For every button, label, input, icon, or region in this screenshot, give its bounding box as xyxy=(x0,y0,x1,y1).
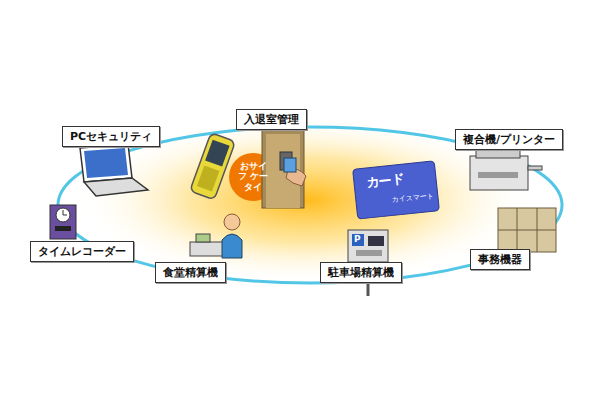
locker-icon xyxy=(498,208,556,252)
label-text: 事務機器 xyxy=(478,252,522,267)
cashier-icon xyxy=(190,214,242,258)
label-text: PCセキュリティ xyxy=(70,129,152,144)
card-icon xyxy=(353,161,440,219)
door-icon xyxy=(262,130,306,208)
label-box: タイムレコーダー xyxy=(30,241,134,262)
label-text: 入退室管理 xyxy=(244,112,299,127)
laptop-icon xyxy=(80,144,148,196)
label-box: 複合機/プリンター xyxy=(455,129,563,150)
time-recorder-icon xyxy=(50,205,76,239)
label-text: 食堂精算機 xyxy=(163,265,218,280)
printer-icon xyxy=(470,148,542,190)
logo-text: おサイフ ケータイ xyxy=(236,161,270,192)
label-text: 駐車場精算機 xyxy=(328,265,394,280)
label-text: タイムレコーダー xyxy=(38,244,126,259)
label-box: 事務機器 xyxy=(470,249,530,270)
label-box: 駐車場精算機 xyxy=(320,262,402,283)
parking-sign: P xyxy=(354,234,361,244)
phone-icon xyxy=(190,133,236,200)
label-box: PCセキュリティ xyxy=(62,126,160,147)
label-box: 食堂精算機 xyxy=(155,262,226,283)
label-box: 入退室管理 xyxy=(236,109,307,130)
label-text: 複合機/プリンター xyxy=(463,132,555,147)
